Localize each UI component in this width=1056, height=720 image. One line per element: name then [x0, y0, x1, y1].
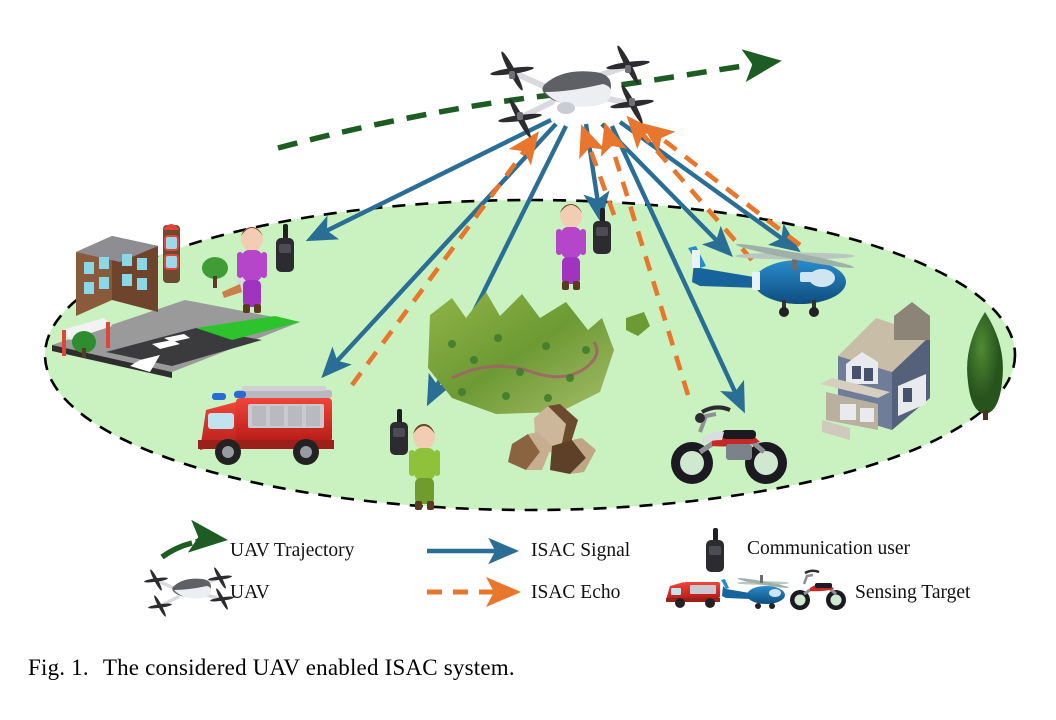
legend-label-sensing-target: Sensing Target: [855, 582, 971, 603]
trajectory-segment-left: [277, 92, 553, 151]
caption-text: The considered UAV enabled ISAC system.: [102, 655, 515, 680]
terrain-islet: [626, 312, 650, 336]
rocks: [508, 404, 596, 474]
isac-echo-beam-2: [579, 124, 617, 216]
isac-echo-beam-5: [641, 122, 802, 247]
legend-icon-trajectory: [160, 519, 228, 560]
terrain-patch: [428, 292, 650, 414]
walkie-talkie-icon: [390, 409, 408, 455]
trajectory-segment-right: [555, 49, 782, 96]
legend-icon-uav: [144, 567, 234, 617]
legend-label-isac-echo: ISAC Echo: [531, 582, 621, 603]
uav-trajectory: [277, 49, 782, 151]
legend-icon-vehicles: [666, 569, 846, 610]
figure-caption: Fig. 1. The considered UAV enabled ISAC s…: [28, 655, 515, 681]
legend-label-communication-user: Communication user: [747, 538, 911, 559]
isac-echo-beam-4: [626, 115, 754, 262]
communication-user-city-left: [237, 224, 294, 313]
house: [820, 302, 930, 440]
legend-icon-walkie-talkie: [706, 528, 724, 572]
isac-echo-beams: [350, 115, 802, 396]
cypress-tree: [967, 312, 1003, 420]
city-block: [52, 224, 300, 378]
legend-label-trajectory: UAV Trajectory: [230, 540, 355, 561]
communication-user-center: [556, 204, 611, 290]
sensing-target-helicopter: [688, 244, 855, 317]
legend: [144, 519, 846, 617]
communication-user-bottom-left: [390, 409, 440, 510]
sensing-target-motorcycle: [671, 405, 787, 484]
walkie-talkie-icon: [276, 224, 294, 272]
uav-drone: [490, 45, 654, 138]
isac-echo-beam-3: [600, 122, 691, 396]
sensing-target-firetruck: [198, 386, 334, 465]
legend-label-uav: UAV: [230, 582, 270, 603]
walkie-talkie-icon: [593, 208, 611, 254]
legend-label-isac-signal: ISAC Signal: [531, 540, 631, 561]
isac-signal-beam-7: [610, 125, 745, 414]
isac-signal-beam-2: [321, 122, 558, 379]
caption-label: Fig. 1.: [28, 655, 89, 680]
